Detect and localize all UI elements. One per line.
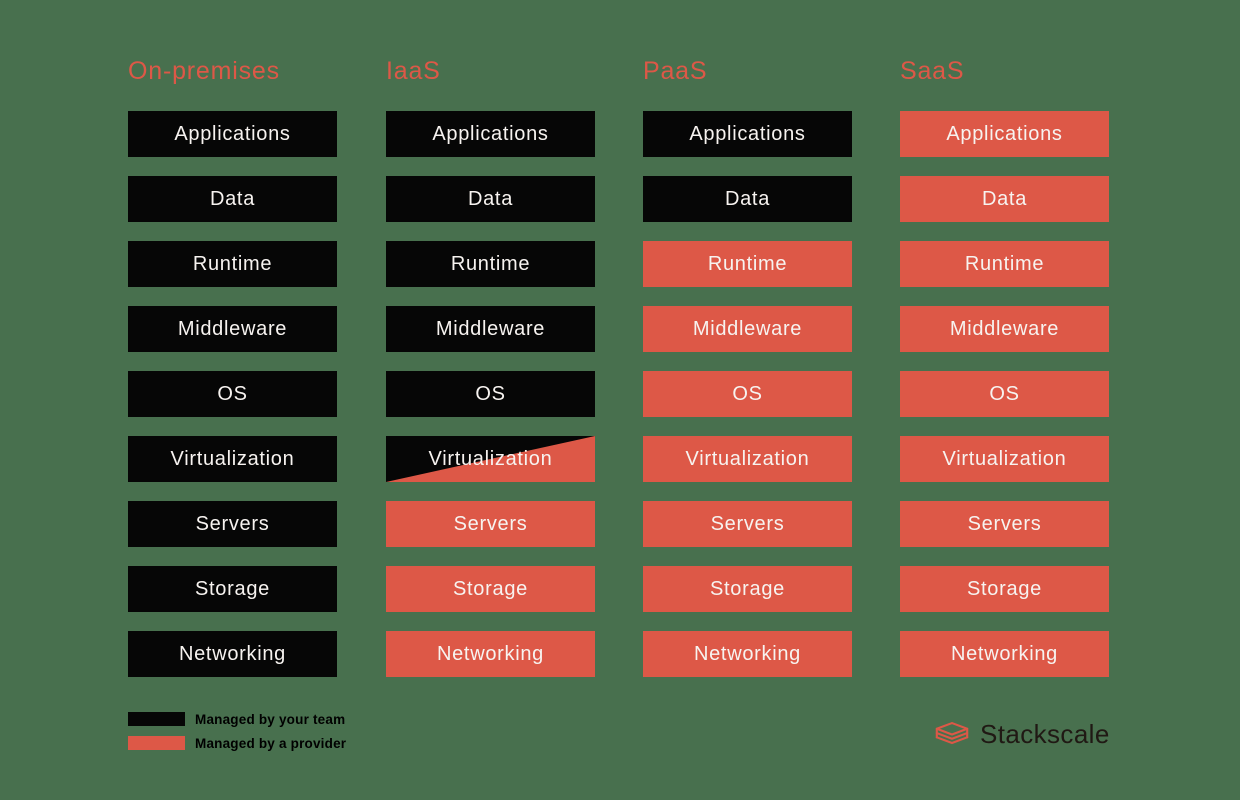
layer-label: Storage	[453, 577, 528, 600]
layer-box-os: OS	[128, 371, 337, 417]
layer-box-applications: Applications	[386, 111, 595, 157]
layer-label: Networking	[693, 642, 802, 665]
layer-box-networking: Networking	[386, 631, 595, 677]
layer-box-os: OS	[643, 371, 852, 417]
logo-text: Stackscale	[980, 718, 1110, 749]
legend: Managed by your team Managed by a provid…	[128, 711, 347, 751]
layer-box-servers: Servers	[643, 501, 852, 547]
layer-box-virtualization: Virtualization	[128, 436, 337, 482]
layer-label: Virtualization	[428, 447, 553, 470]
layer-label: Servers	[453, 512, 528, 535]
column-header-iaas: IaaS	[386, 57, 441, 85]
layer-label: Data	[981, 187, 1028, 210]
layer-box-middleware: Middleware	[900, 306, 1109, 352]
layer-box-virtualization: Virtualization	[643, 436, 852, 482]
legend-label-provider: Managed by a provider	[195, 735, 347, 751]
layer-label: Virtualization	[942, 447, 1067, 470]
layer-box-storage: Storage	[386, 566, 595, 612]
layer-label: Middleware	[177, 317, 288, 340]
layer-label: OS	[989, 382, 1020, 405]
layer-label: Runtime	[707, 252, 788, 275]
layer-label: Servers	[195, 512, 270, 535]
layer-box-runtime: Runtime	[900, 241, 1109, 287]
layer-label: Networking	[178, 642, 287, 665]
layer-label: Servers	[967, 512, 1042, 535]
layer-box-runtime: Runtime	[643, 241, 852, 287]
layer-box-networking: Networking	[643, 631, 852, 677]
column-header-on-premises: On-premises	[128, 57, 280, 85]
layer-label: Runtime	[964, 252, 1045, 275]
layer-label: Applications	[946, 122, 1063, 145]
layer-label: Data	[467, 187, 514, 210]
layer-box-virtualization: Virtualization	[900, 436, 1109, 482]
layer-box-networking: Networking	[900, 631, 1109, 677]
layer-box-applications: Applications	[643, 111, 852, 157]
layer-label: Middleware	[692, 317, 803, 340]
layer-label: Applications	[689, 122, 806, 145]
layer-box-servers: Servers	[386, 501, 595, 547]
column-header-saas: SaaS	[900, 57, 965, 85]
layer-label: Networking	[950, 642, 1059, 665]
layer-label: Data	[724, 187, 771, 210]
layer-label: Runtime	[192, 252, 273, 275]
layer-box-applications: Applications	[900, 111, 1109, 157]
layer-label: Applications	[174, 122, 291, 145]
layer-box-servers: Servers	[128, 501, 337, 547]
layer-box-servers: Servers	[900, 501, 1109, 547]
layer-box-data: Data	[900, 176, 1109, 222]
layer-box-storage: Storage	[643, 566, 852, 612]
legend-item-provider: Managed by a provider	[128, 735, 347, 751]
legend-item-team: Managed by your team	[128, 711, 346, 727]
layer-box-os: OS	[386, 371, 595, 417]
stackscale-logo: Stackscale	[933, 716, 1110, 752]
layer-label: Storage	[710, 577, 785, 600]
layer-label: OS	[732, 382, 763, 405]
layer-label: Middleware	[949, 317, 1060, 340]
layer-box-runtime: Runtime	[128, 241, 337, 287]
layer-label: Virtualization	[170, 447, 295, 470]
layer-box-storage: Storage	[128, 566, 337, 612]
layer-box-virtualization: Virtualization	[386, 436, 595, 482]
layer-label: Networking	[436, 642, 545, 665]
layer-box-middleware: Middleware	[386, 306, 595, 352]
layer-box-middleware: Middleware	[128, 306, 337, 352]
layer-label: Virtualization	[685, 447, 810, 470]
layer-box-applications: Applications	[128, 111, 337, 157]
layer-box-data: Data	[643, 176, 852, 222]
layer-label: Applications	[432, 122, 549, 145]
layer-label: Runtime	[450, 252, 531, 275]
layer-label: OS	[475, 382, 506, 405]
layer-box-storage: Storage	[900, 566, 1109, 612]
layer-label: Storage	[195, 577, 270, 600]
stack-layers-icon	[935, 722, 969, 745]
layer-box-os: OS	[900, 371, 1109, 417]
layer-box-data: Data	[386, 176, 595, 222]
layer-box-networking: Networking	[128, 631, 337, 677]
legend-swatch-provider	[128, 736, 185, 750]
layer-label: Storage	[967, 577, 1042, 600]
layer-label: Servers	[710, 512, 785, 535]
layer-box-runtime: Runtime	[386, 241, 595, 287]
layer-label: Middleware	[435, 317, 546, 340]
column-header-paas: PaaS	[643, 57, 708, 85]
legend-label-team: Managed by your team	[195, 711, 346, 727]
layer-box-middleware: Middleware	[643, 306, 852, 352]
legend-swatch-team	[128, 712, 185, 726]
layer-label: OS	[217, 382, 248, 405]
layer-label: Data	[209, 187, 256, 210]
layer-box-data: Data	[128, 176, 337, 222]
